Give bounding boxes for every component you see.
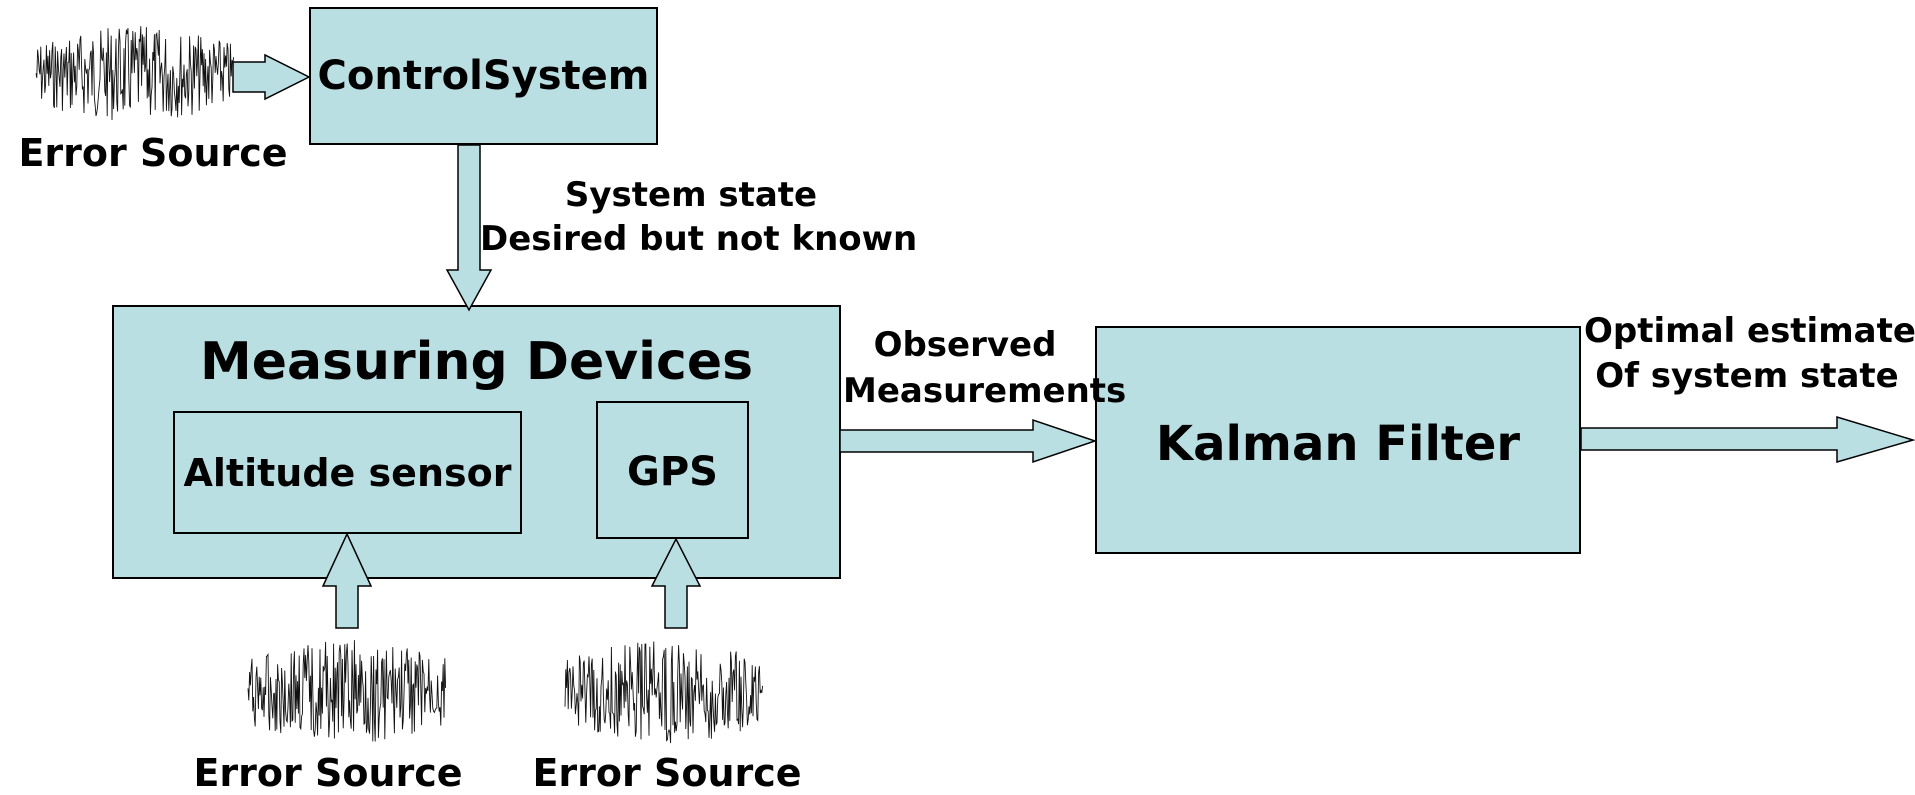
optimal-estimate-label: Optimal estimate	[1584, 311, 1915, 351]
gps-box	[596, 401, 749, 539]
noise-signal-icon	[35, 26, 235, 121]
error-to-altitude-arrow-icon	[321, 532, 373, 629]
control-system-label: ControlSystem	[317, 53, 650, 99]
noise-signal-icon	[564, 641, 764, 744]
altitude-sensor-box	[173, 411, 522, 534]
system-state-output-label: Of system state	[1595, 356, 1899, 396]
measuring-devices-label: Measuring Devices	[199, 332, 754, 392]
altitude-sensor-label: Altitude sensor	[183, 451, 512, 495]
measurements-label: Measurements	[843, 371, 1127, 411]
control-to-measuring-arrow-icon	[445, 144, 493, 312]
kalman-output-arrow-icon	[1580, 415, 1915, 463]
system-state-sublabel: Desired but not known	[480, 219, 918, 259]
kalman-filter-box	[1095, 326, 1581, 554]
noise-signal-icon	[247, 640, 447, 742]
gps-label: GPS	[627, 449, 718, 495]
measuring-to-kalman-arrow-icon	[839, 418, 1098, 464]
system-state-label: System state	[564, 175, 818, 215]
error-to-control-arrow-icon	[232, 53, 311, 101]
error-to-gps-arrow-icon	[650, 537, 702, 629]
kalman-filter-label: Kalman Filter	[1155, 416, 1521, 472]
control-system-box	[309, 7, 658, 145]
error-source-gps-label: Error Source	[532, 751, 802, 795]
error-source-altitude-label: Error Source	[193, 751, 463, 795]
observed-label: Observed	[873, 325, 1057, 365]
error-source-top-label: Error Source	[18, 131, 288, 175]
